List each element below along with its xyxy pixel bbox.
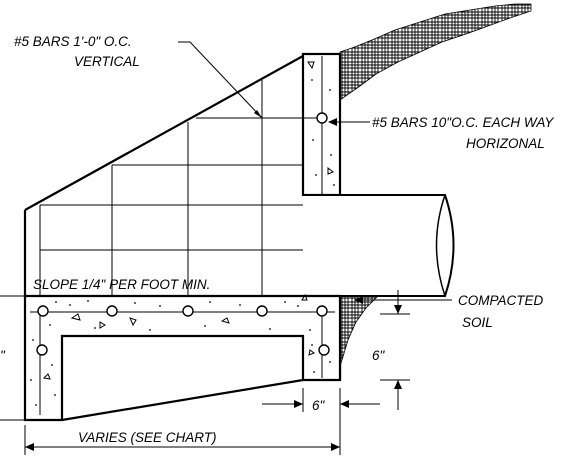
dim-arrow-up xyxy=(394,380,402,389)
concrete-aggregate-triangles xyxy=(42,61,334,380)
label-vertical-bars-line2: VERTICAL xyxy=(74,54,140,69)
apron-slab-bottom-slope xyxy=(61,378,304,422)
vertical-rebar-grid xyxy=(39,56,323,296)
horizontal-rebar-grid xyxy=(40,117,322,251)
wingwall-slope-line xyxy=(24,55,304,211)
label-slope: SLOPE 1/4" PER FOOT MIN. xyxy=(33,277,210,292)
culvert-pipe xyxy=(303,194,455,297)
apron-slab xyxy=(23,294,342,422)
label-dim-six-vertical: 6" xyxy=(372,348,386,363)
label-horizontal-bars-line2: HORIZONAL xyxy=(466,136,545,151)
label-dim-six-horizontal: 6" xyxy=(312,398,326,413)
dim-arrow-right xyxy=(294,400,303,408)
horizontal-bars-leader xyxy=(328,118,370,126)
dimension-left-height xyxy=(0,295,25,421)
label-vertical-bars-line1: #5 BARS 1'-0" O.C. xyxy=(14,34,132,49)
dimension-varies xyxy=(24,388,341,455)
label-dim-varies: VARIES (SEE CHART) xyxy=(78,430,217,445)
compacted-soil-leader xyxy=(354,296,452,304)
dimension-six-vertical xyxy=(380,290,410,410)
dim-varies-arrow-right xyxy=(331,443,340,451)
rebar-sections xyxy=(36,112,330,356)
vertical-bars-leader xyxy=(178,41,263,119)
earth-slope-upper-right xyxy=(339,3,532,101)
culvert-pipe-end xyxy=(435,194,446,297)
dim-arrow-left xyxy=(340,400,349,408)
label-compacted-line2: SOIL xyxy=(462,315,493,330)
label-compacted-line1: COMPACTED xyxy=(458,293,544,308)
dim-varies-arrow-left xyxy=(25,443,34,451)
dim-arrow-down xyxy=(394,305,402,314)
label-dim-cutoff-left: " xyxy=(0,348,6,363)
label-horizontal-bars-line1: #5 BARS 10"O.C. EACH WAY xyxy=(372,115,554,130)
concrete-stipple xyxy=(30,79,335,406)
